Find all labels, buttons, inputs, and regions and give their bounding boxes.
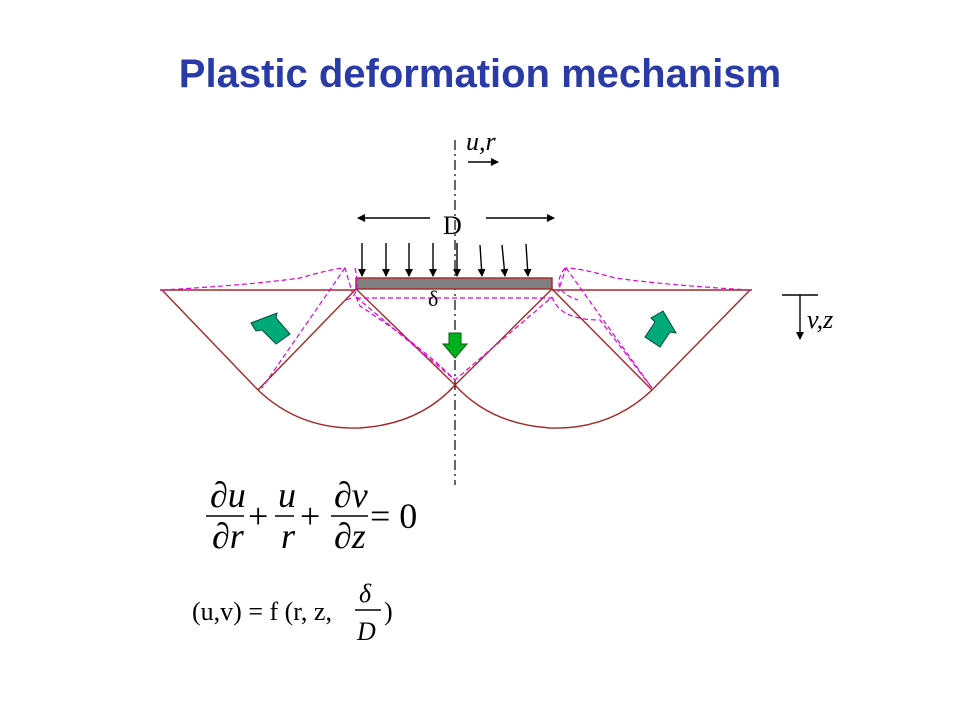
slip-line-field	[161, 288, 751, 429]
footing-plate	[355, 277, 553, 290]
down-flow-arrow	[441, 332, 469, 359]
svg-text:∂u: ∂u	[210, 475, 246, 515]
svg-text:∂z: ∂z	[334, 516, 366, 556]
delta-label: δ	[428, 286, 438, 311]
d-label: D	[443, 211, 462, 240]
svg-text:(u,v) = f (r, z,: (u,v) = f (r, z,	[192, 597, 332, 626]
svg-text:u: u	[278, 475, 296, 515]
svg-text:= 0: = 0	[370, 496, 417, 536]
page-title: Plastic deformation mechanism	[178, 52, 782, 96]
svg-text:∂r: ∂r	[212, 516, 245, 556]
load-arrows	[358, 243, 532, 277]
deformed-mechanism	[161, 267, 751, 389]
svg-text:+: +	[300, 496, 320, 536]
left-flow-arrow	[250, 312, 291, 345]
function-equation: (u,v) = f (r, z, δ D )	[192, 579, 393, 646]
svg-text:): )	[384, 597, 393, 626]
svg-text:δ: δ	[359, 579, 372, 608]
u-r-label: u,r	[466, 127, 497, 156]
svg-text:+: +	[248, 496, 268, 536]
svg-text:D: D	[356, 617, 376, 646]
right-flow-arrow	[644, 310, 677, 348]
v-z-label: v,z	[807, 305, 833, 334]
continuity-equation: ∂u ∂r + u r + ∂v ∂z = 0	[206, 475, 417, 556]
svg-text:r: r	[281, 516, 296, 556]
svg-text:∂v: ∂v	[334, 475, 368, 515]
